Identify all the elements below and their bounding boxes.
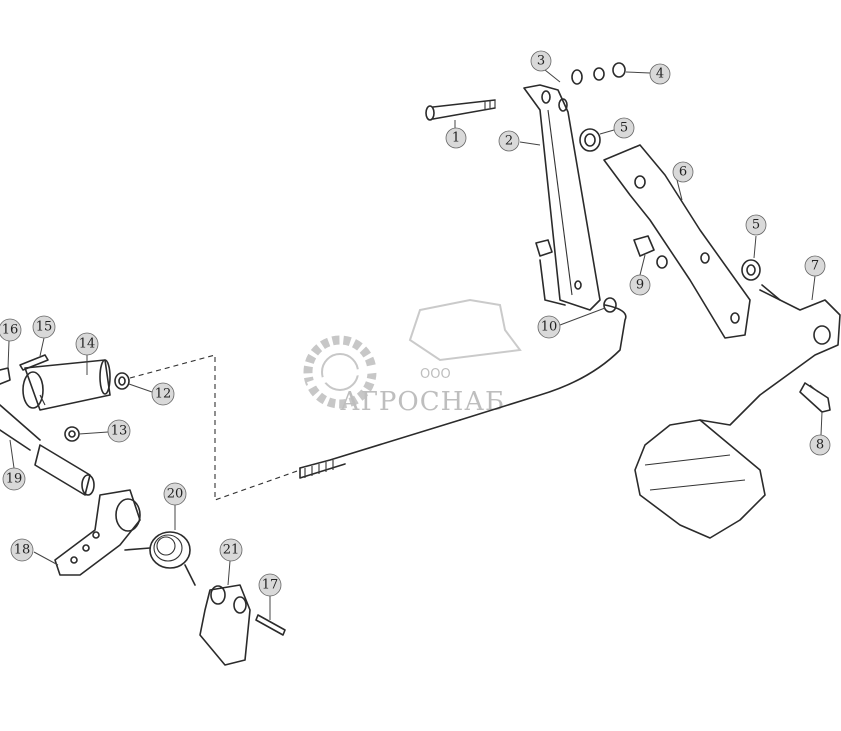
svg-text:21: 21 xyxy=(223,543,240,558)
callout-16: 16 xyxy=(0,318,22,369)
spring-20 xyxy=(124,531,196,586)
callout-2: 2 xyxy=(498,130,541,152)
rod-10 xyxy=(299,297,627,479)
svg-text:19: 19 xyxy=(6,472,23,487)
callout-17: 17 xyxy=(258,573,282,620)
washer-3 xyxy=(571,62,626,85)
pin-15 xyxy=(19,354,49,371)
svg-text:9: 9 xyxy=(636,278,644,293)
pin-17 xyxy=(255,614,286,636)
callouts: 1 2 3 4 5 5 6 xyxy=(0,50,831,620)
watermark-name: АГРОСНАБ xyxy=(340,387,505,417)
svg-text:18: 18 xyxy=(14,543,31,558)
nut-13 xyxy=(64,426,80,442)
pedal-7 xyxy=(634,284,841,539)
svg-text:5: 5 xyxy=(752,218,760,233)
callout-15: 15 xyxy=(32,315,56,357)
nut-9 xyxy=(535,235,668,269)
callout-8: 8 xyxy=(809,411,831,456)
callout-21: 21 xyxy=(219,538,243,586)
callout-14: 14 xyxy=(75,332,99,375)
lever-18 xyxy=(54,489,141,576)
bolt-1 xyxy=(425,99,496,121)
svg-text:13: 13 xyxy=(111,424,128,439)
callout-1: 1 xyxy=(445,120,467,149)
callout-5-top: 5 xyxy=(599,117,635,139)
svg-text:5: 5 xyxy=(620,121,628,136)
watermark-prefix: ООО xyxy=(420,367,451,382)
callout-3: 3 xyxy=(530,50,561,83)
callout-7: 7 xyxy=(804,255,826,301)
svg-text:1: 1 xyxy=(452,131,460,146)
svg-text:10: 10 xyxy=(541,320,558,335)
bolt-8 xyxy=(799,382,831,413)
bushing-5-top xyxy=(579,128,601,152)
callout-18: 18 xyxy=(10,538,59,566)
watermark-logo: ООО АГРОСНАБ xyxy=(303,298,522,417)
svg-text:16: 16 xyxy=(2,323,19,338)
svg-text:20: 20 xyxy=(167,487,184,502)
svg-text:6: 6 xyxy=(679,165,687,180)
svg-text:15: 15 xyxy=(36,320,53,335)
callout-12: 12 xyxy=(128,382,175,406)
shaft-14 xyxy=(22,359,111,411)
svg-text:14: 14 xyxy=(79,337,96,352)
callout-5-right: 5 xyxy=(745,214,767,259)
svg-text:2: 2 xyxy=(505,134,513,149)
svg-text:8: 8 xyxy=(816,438,824,453)
shaft-19 xyxy=(0,404,95,496)
svg-text:12: 12 xyxy=(155,387,172,402)
callout-20: 20 xyxy=(163,482,187,530)
callout-4: 4 xyxy=(625,63,671,85)
bracket-6 xyxy=(603,144,751,339)
callout-10: 10 xyxy=(537,307,606,339)
callout-13: 13 xyxy=(78,419,131,443)
lever-arm-2 xyxy=(523,84,601,311)
bushing-12 xyxy=(114,372,130,390)
callout-9: 9 xyxy=(629,254,651,296)
bracket-21 xyxy=(199,584,251,666)
pin-16 xyxy=(0,367,11,385)
callout-6: 6 xyxy=(672,161,694,201)
svg-text:4: 4 xyxy=(656,67,664,82)
callout-19: 19 xyxy=(2,439,26,491)
bushing-5-right xyxy=(741,259,761,281)
harvester-icon xyxy=(408,298,522,362)
svg-text:7: 7 xyxy=(811,259,819,274)
svg-text:3: 3 xyxy=(537,54,545,69)
reference-line xyxy=(129,354,301,501)
svg-text:17: 17 xyxy=(262,578,279,593)
